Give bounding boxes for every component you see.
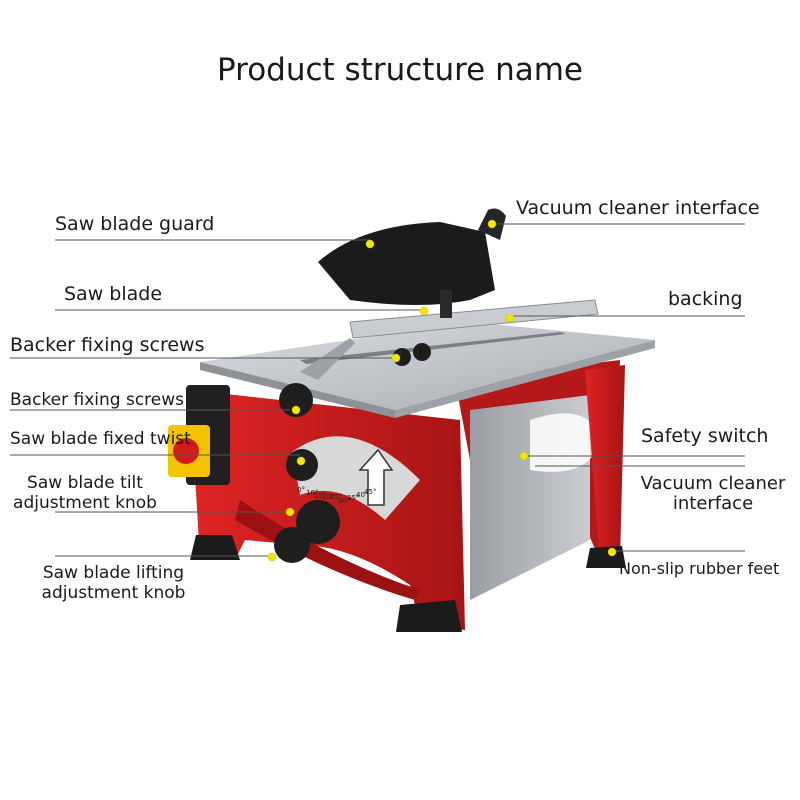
label-backing: backing [668, 288, 743, 310]
tick-label: 35° [347, 494, 359, 502]
tick-label: 40° [356, 491, 368, 499]
label-saw-blade-lifting-line1: Saw blade lifting [42, 563, 185, 583]
blade-guard-body [318, 222, 495, 305]
lifting-knob [274, 527, 310, 563]
marker-dot [505, 313, 515, 323]
tilt-arrow [358, 448, 394, 506]
label-backer-fixing-screws-2: Backer fixing screws [10, 390, 185, 410]
label-saw-blade: Saw blade [64, 283, 163, 305]
tilt-scale-ticks: 0° 10° 15° 20° 25° 30° 35° 40° 45° [297, 486, 376, 505]
label-safety-switch: Safety switch [641, 425, 769, 447]
right-leg [585, 365, 625, 562]
label-vacuum-cleaner-interface-line1: Vacuum cleaner [640, 473, 786, 494]
tick-label: 10° [306, 489, 318, 497]
backer-fixing-knob [279, 383, 313, 417]
foot-left [190, 535, 240, 560]
label-non-slip-rubber-feet: Non-slip rubber feet [619, 559, 780, 578]
switch-button [173, 438, 199, 464]
tick-label: 15° [314, 492, 326, 500]
tick-label: 0° [297, 486, 305, 494]
label-saw-blade-tilt-line2: adjustment knob [13, 493, 157, 513]
page-title: Product structure name [216, 52, 583, 88]
marker-dot [519, 451, 529, 461]
label-saw-blade-fixed-twist: Saw blade fixed twist [10, 429, 191, 449]
marker-dot [285, 507, 295, 517]
label-saw-blade-guard: Saw blade guard [55, 213, 215, 235]
marker-dot [487, 219, 497, 229]
label-backer-fixing-screws-1: Backer fixing screws [10, 334, 205, 356]
table-top [200, 322, 655, 410]
label-saw-blade-lifting-line2: adjustment knob [41, 583, 186, 603]
tick-label: 45° [364, 488, 376, 496]
tick-label: 20° [322, 493, 334, 501]
label-vacuum-cleaner-interface-top: Vacuum cleaner interface [516, 197, 760, 219]
tilt-knob [296, 500, 340, 544]
marker-dot [419, 306, 429, 316]
rip-fence [349, 299, 599, 339]
label-saw-blade-tilt-line1: Saw blade tilt [27, 473, 143, 493]
label-vacuum-cleaner-interface-line2: interface [672, 493, 754, 514]
marker-dot [291, 405, 301, 415]
marker-dot [296, 456, 306, 466]
tilt-scale-plate [292, 436, 420, 520]
foot-front [396, 600, 462, 632]
fence-screw-knob-2 [413, 343, 431, 361]
marker-dot [607, 547, 617, 557]
table-right-edge [395, 340, 655, 418]
miter-slot [300, 332, 566, 364]
guard-post [440, 290, 452, 318]
leader-lines [10, 223, 745, 557]
marker-dot [267, 552, 277, 562]
tick-label: 30° [338, 497, 350, 505]
marker-dot [365, 239, 375, 249]
fence-clamp [300, 338, 355, 380]
front-skirt [235, 500, 420, 600]
tick-label: 25° [330, 493, 342, 501]
side-cutout [530, 413, 600, 472]
markers [267, 219, 617, 562]
marker-dot [391, 353, 401, 363]
